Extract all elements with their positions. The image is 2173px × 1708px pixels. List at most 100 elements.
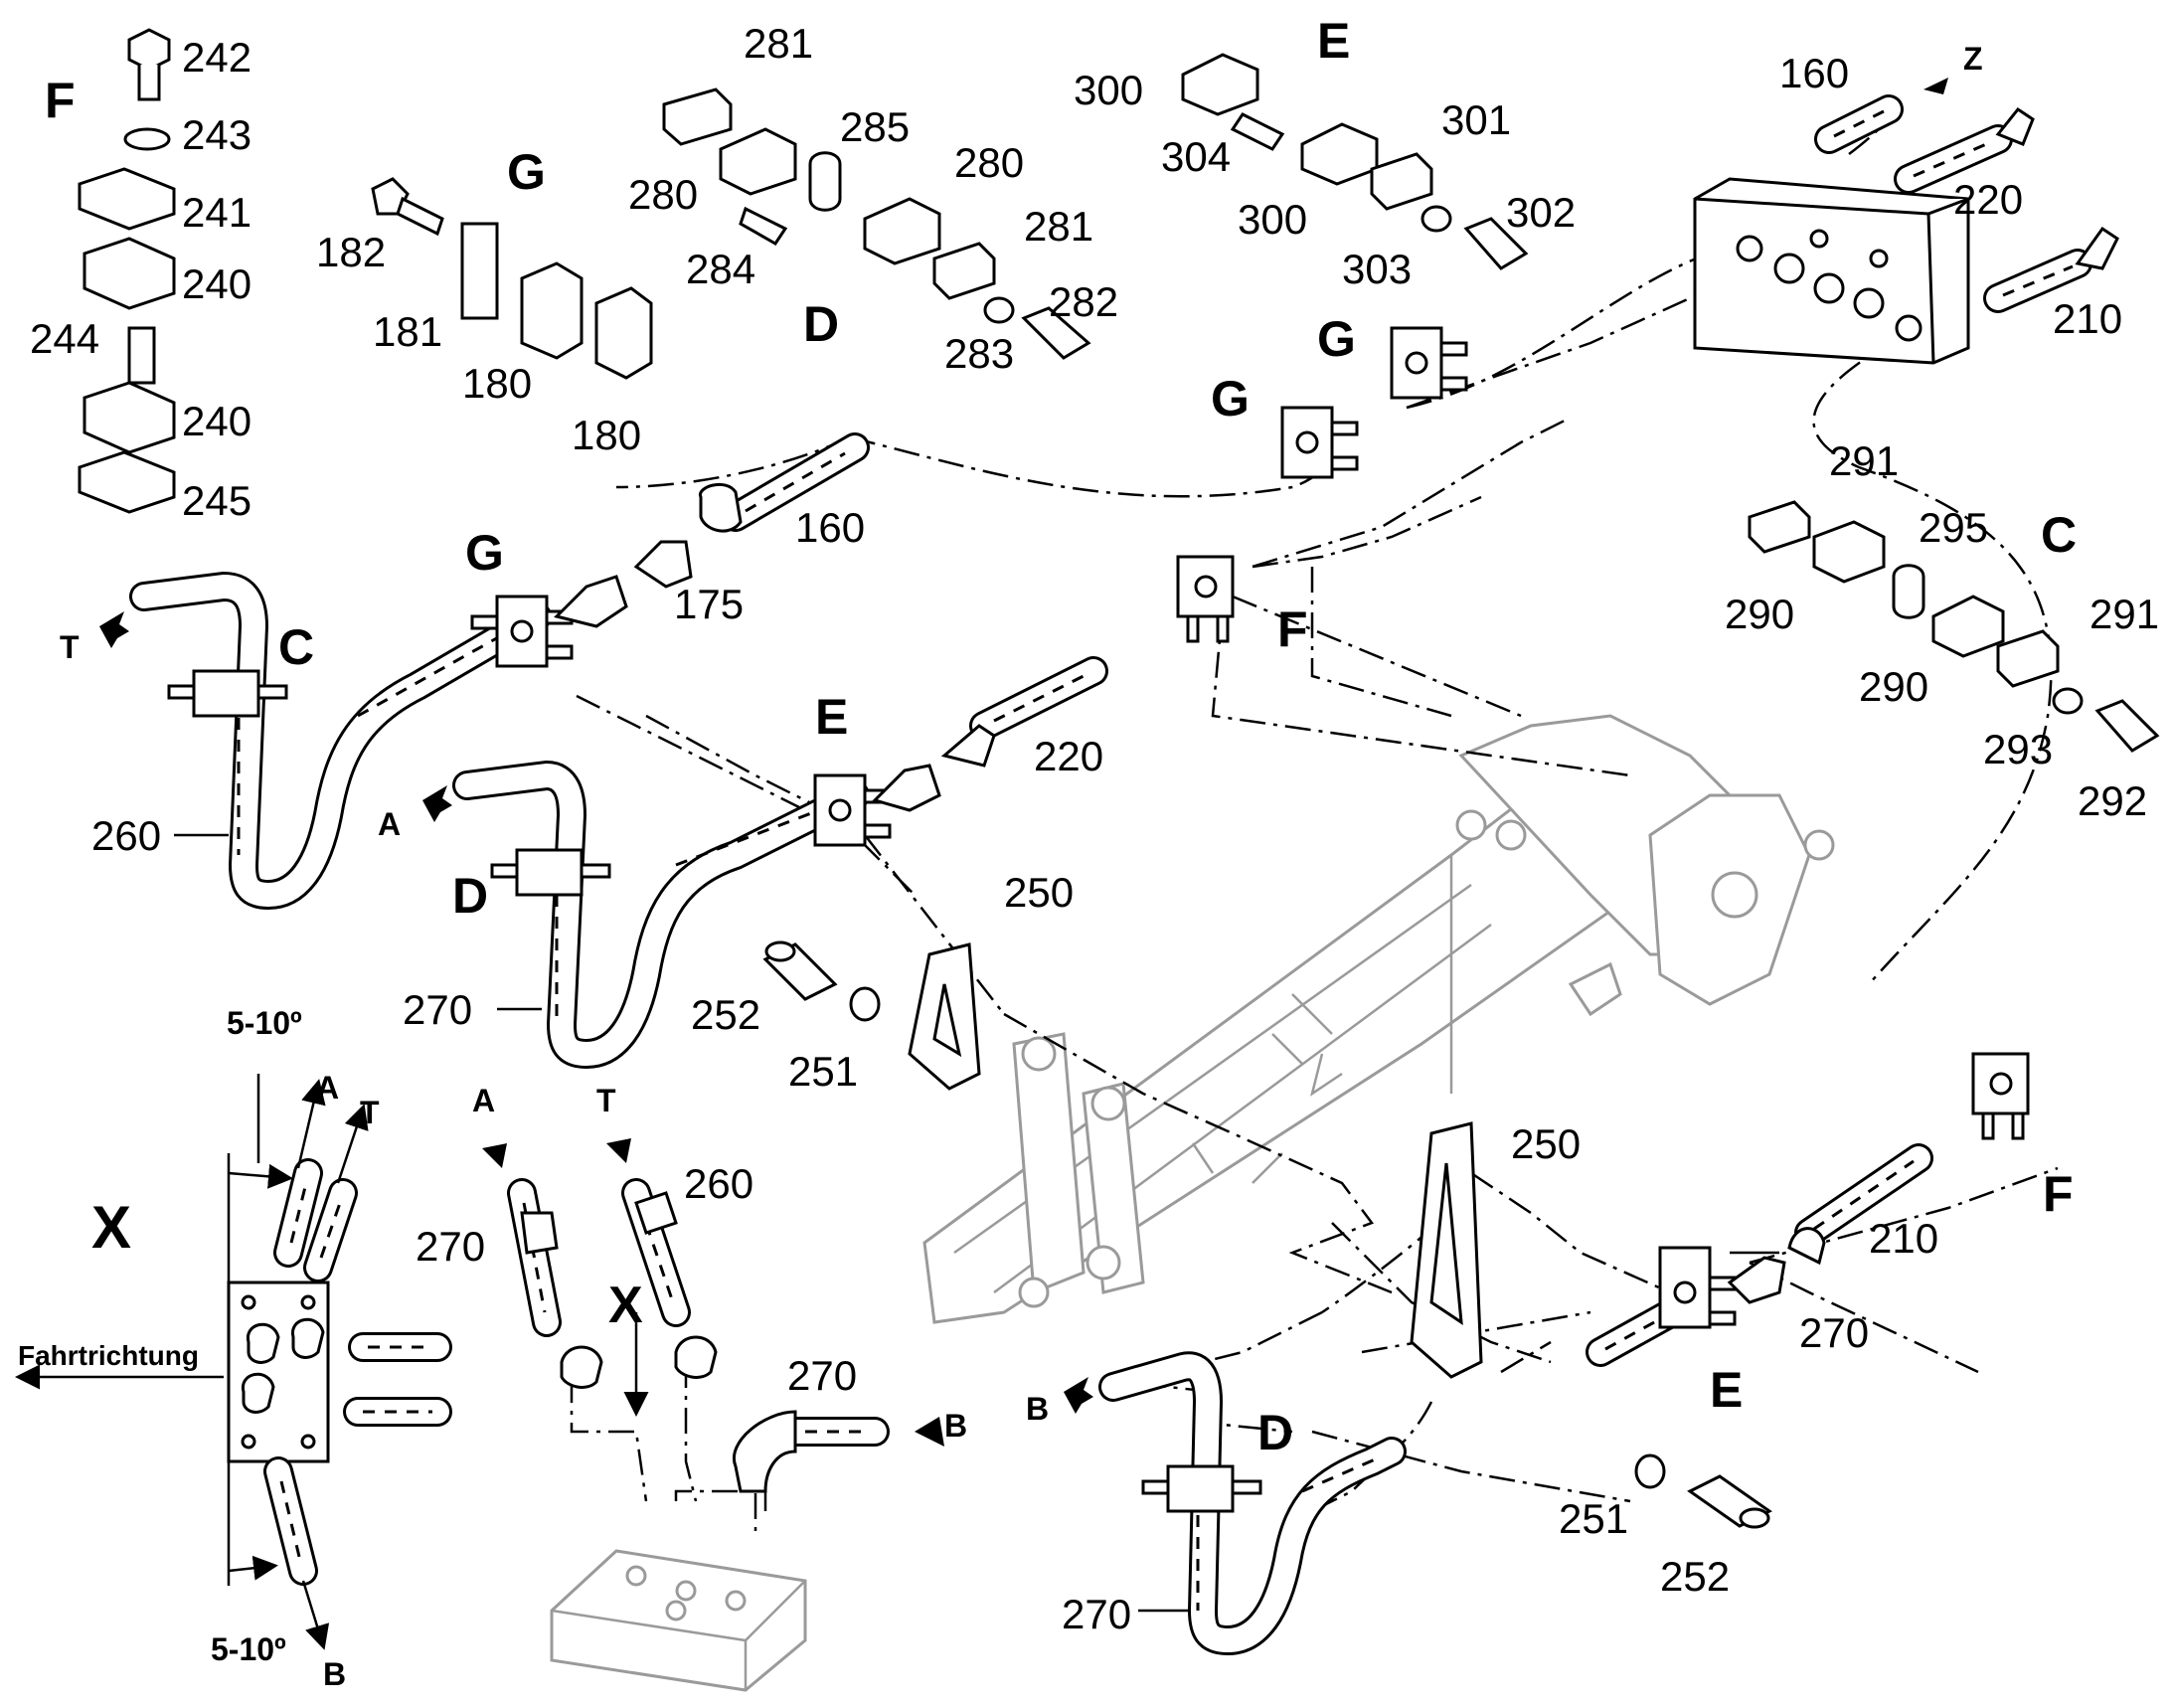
- port-label-b: B: [323, 1656, 346, 1692]
- part-number-242: 242: [182, 34, 251, 81]
- part-number-210: 210: [1869, 1215, 1938, 1262]
- detail-x-block: [15, 1074, 452, 1650]
- part-number-240: 240: [182, 260, 251, 307]
- bracket-plates: [908, 942, 1483, 1379]
- part-number-270: 270: [1799, 1309, 1869, 1356]
- hose-270-bottom: [1098, 1351, 1407, 1655]
- port-label-z: Z: [1963, 41, 1983, 77]
- part-number-180: 180: [462, 360, 532, 407]
- group-letter-g: G: [465, 525, 504, 581]
- direction-label: Fahrtrichtung: [18, 1340, 199, 1371]
- part-number-182: 182: [316, 229, 386, 275]
- hose-270-mid: [452, 761, 870, 1069]
- part-number-210: 210: [2053, 295, 2122, 342]
- part-number-280: 280: [628, 171, 698, 218]
- part-number-160: 160: [795, 504, 865, 551]
- port-label-t: T: [360, 1095, 380, 1130]
- group-letter-c: C: [2041, 507, 2077, 563]
- part-number-301: 301: [1441, 96, 1511, 143]
- part-number-303: 303: [1342, 246, 1412, 292]
- part-number-220: 220: [1034, 733, 1103, 779]
- control-valve: [550, 1312, 807, 1692]
- part-number-281: 281: [744, 20, 813, 67]
- part-number-250: 250: [1511, 1120, 1581, 1167]
- group-letter-f: F: [2043, 1166, 2074, 1222]
- part-number-292: 292: [2078, 777, 2147, 824]
- part-number-270: 270: [1062, 1591, 1131, 1637]
- small-parts-e-group: [1181, 53, 1529, 270]
- group-letter-e: E: [815, 689, 848, 745]
- port-label-a: A: [378, 806, 401, 842]
- part-number-160: 160: [1779, 50, 1849, 96]
- part-number-260: 260: [91, 812, 161, 859]
- part-number-220: 220: [1953, 176, 2023, 223]
- port-label-a: A: [316, 1070, 339, 1106]
- group-letter-g: G: [1317, 311, 1356, 367]
- flow-arrows: [99, 78, 1948, 1447]
- part-number-240: 240: [182, 398, 251, 444]
- group-letter-c: C: [278, 619, 314, 675]
- group-letter-d: D: [452, 868, 488, 924]
- part-number-245: 245: [182, 477, 251, 524]
- part-number-270: 270: [416, 1223, 485, 1270]
- part-number-304: 304: [1161, 133, 1231, 180]
- part-number-270: 270: [403, 986, 472, 1033]
- bolts-washers: [762, 940, 1772, 1529]
- part-number-300: 300: [1238, 196, 1307, 243]
- part-number-293: 293: [1983, 726, 2053, 772]
- part-number-285: 285: [840, 103, 910, 150]
- part-number-302: 302: [1506, 189, 1576, 236]
- port-label-b: B: [1026, 1391, 1049, 1427]
- part-number-280: 280: [954, 139, 1024, 186]
- part-number-243: 243: [182, 111, 251, 158]
- clamps: [167, 326, 2030, 1513]
- small-parts-f-group: [78, 28, 176, 514]
- part-number-241: 241: [182, 189, 251, 236]
- part-number-291: 291: [2089, 591, 2159, 637]
- part-number-290: 290: [1859, 663, 1928, 710]
- port-label-t: T: [596, 1083, 616, 1118]
- part-number-244: 244: [30, 315, 99, 362]
- group-letter-e: E: [1317, 13, 1350, 69]
- group-letter-d: D: [1257, 1405, 1293, 1460]
- small-parts-g-group: [371, 177, 653, 380]
- port-label-a: A: [472, 1083, 495, 1118]
- small-parts-d-group: [662, 87, 1091, 360]
- part-number-270: 270: [787, 1352, 857, 1399]
- manifold-block: [1693, 177, 1970, 365]
- angle-label-bottom: 5-10º: [211, 1631, 286, 1667]
- fittings: [520, 106, 2119, 1493]
- boom-arm: [922, 714, 1835, 1324]
- part-number-175: 175: [674, 581, 744, 627]
- small-parts-c-group: [1748, 500, 2160, 753]
- part-number-252: 252: [691, 991, 760, 1038]
- part-number-252: 252: [1660, 1553, 1730, 1600]
- labels: F 242 243 241 240 244 240 245 G 182 181 …: [18, 13, 2159, 1692]
- group-letter-e: E: [1710, 1362, 1743, 1418]
- part-number-180: 180: [572, 412, 641, 458]
- part-number-291: 291: [1829, 437, 1899, 484]
- part-number-290: 290: [1725, 591, 1794, 637]
- valve-view-label: X: [608, 1277, 643, 1334]
- part-number-251: 251: [788, 1048, 858, 1095]
- group-letter-f: F: [45, 73, 76, 128]
- part-number-251: 251: [1559, 1495, 1628, 1542]
- hose-260-left: [129, 572, 552, 910]
- part-number-181: 181: [373, 308, 442, 355]
- part-number-250: 250: [1004, 869, 1074, 916]
- port-label-t: T: [60, 629, 80, 665]
- group-letter-f: F: [1277, 601, 1308, 657]
- part-number-284: 284: [686, 246, 755, 292]
- part-number-295: 295: [1919, 504, 1988, 551]
- leader-lines: [174, 833, 1779, 1613]
- group-letter-g: G: [1211, 371, 1250, 427]
- part-number-300: 300: [1074, 67, 1143, 113]
- port-label-b: B: [944, 1408, 967, 1444]
- part-number-281: 281: [1024, 203, 1093, 250]
- detail-view-label: X: [91, 1194, 131, 1261]
- part-number-260: 260: [684, 1160, 753, 1207]
- part-number-283: 283: [944, 330, 1014, 377]
- group-letter-g: G: [507, 144, 546, 200]
